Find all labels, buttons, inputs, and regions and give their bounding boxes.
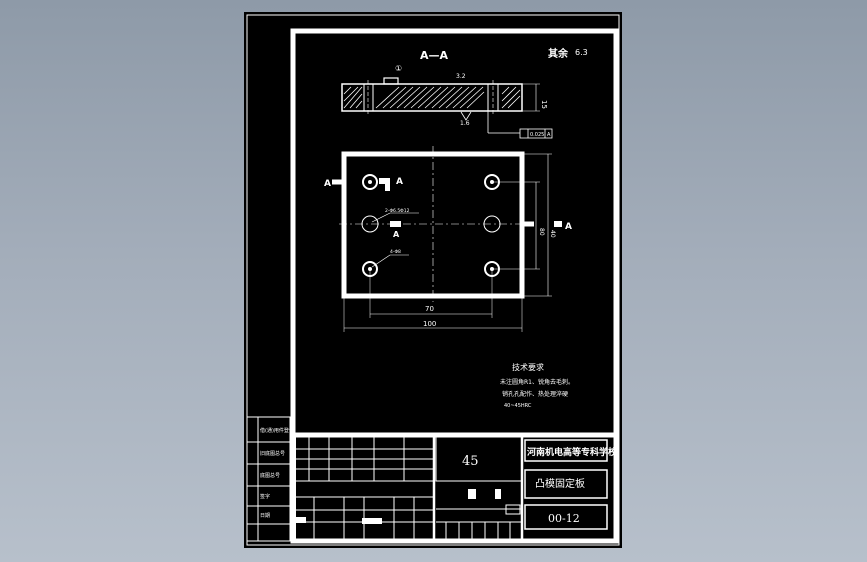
dim-70: 70	[425, 305, 434, 313]
inner-border	[290, 28, 619, 544]
drawing-canvas: 借(通)用件登记 旧底图总号 底图总号 签字 日期 A—A 其余 6.3 ① 3…	[246, 14, 620, 546]
hole-top-left	[362, 174, 378, 190]
hole-note-1: 2-Φ6.5Φ12	[385, 208, 410, 214]
section-mark-mid: A	[393, 230, 400, 239]
section-view: 15 1.6 0.025 A	[341, 77, 553, 139]
title-block: 45 河南机电高等专科学校 凸模	[293, 432, 618, 539]
side-table-row-5: 日期	[260, 513, 270, 519]
surface-note: 其余	[548, 47, 569, 60]
drawing-number: 00-12	[548, 512, 580, 525]
roughness-main: 6.3	[575, 48, 588, 57]
section-mark-top: A	[396, 177, 403, 187]
side-table: 借(通)用件登记 旧底图总号 底图总号 签字 日期	[246, 416, 294, 542]
pin-hole-right	[483, 215, 501, 233]
tolerance-frame: 0.025	[530, 132, 544, 138]
plan-view: A A A A 2-Φ6.5Φ12 4-Φ8 8	[324, 146, 572, 332]
side-table-row-4: 签字	[260, 493, 270, 500]
side-table-row-1: 借(通)用件登记	[260, 427, 294, 434]
side-table-row-2: 旧底图总号	[260, 450, 285, 457]
section-mark-left: A	[324, 179, 331, 189]
dim-thickness: 15	[540, 100, 548, 109]
roughness-small: 3.2	[456, 73, 466, 80]
school-name: 河南机电高等专科学校	[527, 446, 618, 458]
tolerance-datum: A	[547, 132, 551, 138]
roughness-bottom: 1.6	[460, 120, 470, 127]
dim-40: 40	[549, 230, 556, 238]
drawing-sheet[interactable]: 借(通)用件登记 旧底图总号 底图总号 签字 日期 A—A 其余 6.3 ① 3…	[244, 12, 622, 548]
notes-title: 技术要求	[512, 362, 544, 372]
part-name: 凸模固定板	[535, 477, 585, 490]
material-value: 45	[462, 454, 479, 469]
notes-line-2: 销孔孔配作、热处理淬硬	[502, 390, 568, 398]
section-label: A—A	[420, 49, 449, 62]
notes-line-1: 未注圆角R1、锐角去毛刺。	[500, 378, 574, 386]
dim-100: 100	[423, 320, 436, 328]
notes-line-3: 40~45HRC	[504, 403, 532, 409]
outer-frame	[246, 14, 620, 546]
dim-80: 80	[538, 228, 545, 236]
pin-hole-left	[361, 215, 379, 233]
balloon-number: ①	[395, 64, 402, 73]
hole-note-2: 4-Φ8	[390, 249, 401, 255]
side-table-row-3: 底图总号	[260, 472, 280, 479]
technical-notes: 技术要求 未注圆角R1、锐角去毛刺。 销孔孔配作、热处理淬硬 40~45HRC	[500, 362, 574, 409]
section-mark-right: A	[565, 222, 572, 232]
